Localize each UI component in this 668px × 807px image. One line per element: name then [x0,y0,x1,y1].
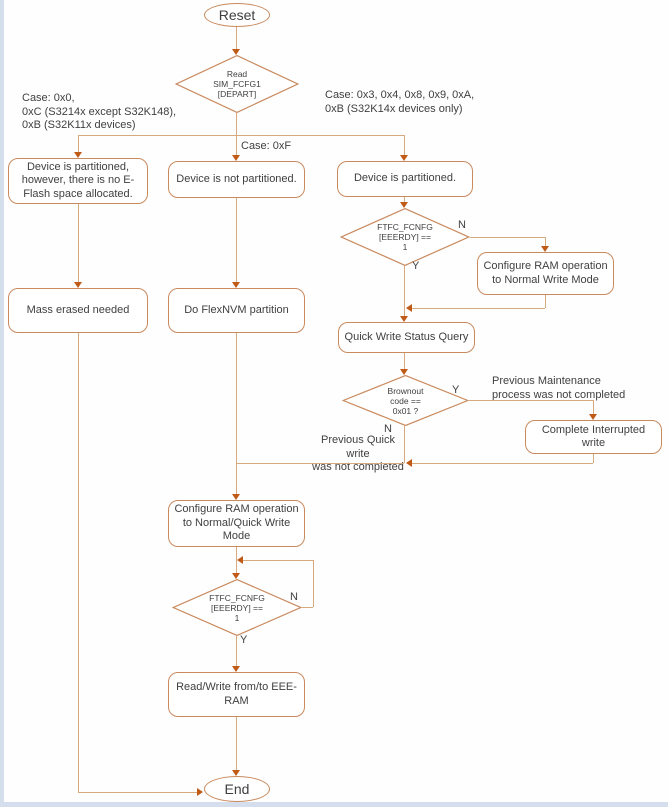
arrowhead-into-confignormal [541,246,549,252]
arrowhead-into-rightbox [400,155,408,161]
arrowhead-into-read [232,49,240,55]
node-label: Read/Write from/to EEE- RAM [176,681,297,707]
label-n-ftfc-check-1: N [458,219,466,231]
node-brownout-label: Brownout code == 0x01 ? [387,385,424,416]
node-device-partitioned-no-eflash: Device is partitioned, however, there is… [8,158,148,204]
edge-midbox-to-flexnvm [236,198,237,283]
node-label: Configure RAM operation to Normal/Quick … [174,503,299,543]
node-configure-normal-write: Configure RAM operation to Normal Write … [477,252,614,295]
edge-configquick-down [236,547,237,573]
arrowhead-into-leftbox [74,152,82,158]
label-prev-maintenance: Previous Maintenance process was not com… [492,375,626,401]
label-y-ftfc-check-1: Y [412,260,420,272]
node-configure-normal-quick-write: Configure RAM operation to Normal/Quick … [168,500,305,547]
arrowhead-into-end-left [197,788,203,796]
node-label: Do FlexNVM partition [184,303,289,316]
edge-eeeram-to-end [236,717,237,770]
node-end: End [204,776,270,802]
node-label: Device is partitioned, however, there is… [21,160,135,200]
arrowhead-into-check2 [232,573,240,579]
node-brownout-check: Brownout code == 0x01 ? [342,375,469,426]
node-quick-write-status-query: Quick Write Status Query [338,322,475,353]
label-prev-quick-write: Previous Quick write was not completed [312,434,404,473]
arrowhead-loop-back [237,556,243,564]
arrowhead-into-check1 [400,202,408,208]
edge-flexnvm-to-configquick [236,333,237,494]
node-label: Quick Write Status Query [344,330,469,343]
label-y-brownout: Y [452,384,460,396]
label-n-ftfc-check-2: N [290,591,298,603]
edge-rightbox-to-check1 [404,197,405,203]
edge-branch-right [404,135,405,155]
edge-brownout-y-down [593,400,594,415]
arrowhead-into-eeeram [232,666,240,672]
label-case-0xf: Case: 0xF [241,140,292,152]
edge-branch-left [78,135,79,153]
node-label: Mass erased needed [26,303,130,316]
node-device-not-partitioned: Device is not partitioned. [168,161,305,198]
edge-reset-to-read [236,27,237,50]
arrowhead-merge-junction [406,459,412,467]
label-n-brownout: N [384,423,392,435]
label-case-right: Case: 0x3, 0x4, 0x8, 0x9, 0xA, 0xB (S32K… [325,89,475,115]
edge-confignormal-merge [412,308,545,309]
label-y-ftfc-check-2: Y [240,634,248,646]
edge-check2-loop-back [243,560,313,561]
edge-leftbox-to-masserase [78,204,79,283]
arrowhead-into-flexnvm [232,282,240,288]
edge-branch-mid [236,135,237,155]
diamond-shape [175,55,299,113]
node-end-label: End [224,781,250,797]
edge-check2-n-right [302,607,313,608]
edge-check2-y-down [236,636,237,666]
edge-masserase-down [78,333,79,792]
node-label: Device is not partitioned. [176,172,297,185]
edge-check2-loop-up [313,560,314,607]
node-read-write-eee-ram: Read/Write from/to EEE- RAM [168,672,305,717]
edge-brownout-n-down [404,426,405,463]
node-complete-interrupted-write: Complete Interrupted write [525,420,662,454]
edge-check1-n-right [470,237,545,238]
edge-brownout-y-right [469,400,593,401]
arrowhead-into-configquick [232,494,240,500]
edge-confignormal-down [545,295,546,308]
arrowhead-into-masserase [74,282,82,288]
arrowhead-into-complete [589,414,597,420]
node-read-simfcfg1-label: Read SIM_FCFG1 [DEPART] [213,69,261,99]
node-ftfc-check-2-label: FTFC_FCNFG [EEERDY] == 1 [209,592,265,623]
node-read-simfcfg1: Read SIM_FCFG1 [DEPART] [175,55,299,113]
node-ftfc-check-1-label: FTFC_FCNFG [EEERDY] == 1 [377,222,433,252]
page-edge-bottom [0,802,668,807]
node-label: Device is partitioned. [353,172,457,185]
label-case-left: Case: 0x0, 0xC (S3214x except S32K148), … [22,92,177,131]
arrowhead-confignormal-merge [406,304,412,312]
arrowhead-into-query [400,316,408,322]
node-label: Configure RAM operation to Normal Write … [483,260,608,286]
edge-check1-n-down [545,237,546,247]
edge-check1-y-down [404,266,405,316]
page-edge-left [0,0,4,807]
node-reset-label: Reset [218,7,256,23]
diamond-shape [340,208,470,266]
node-mass-erased-needed: Mass erased needed [8,288,148,333]
edge-merge-left [236,463,404,464]
diamond-shape [172,579,302,636]
arrowhead-into-midbox [232,155,240,161]
node-ftfc-fcnfg-check-1: FTFC_FCNFG [EEERDY] == 1 [340,208,470,266]
node-reset: Reset [204,3,270,27]
node-do-flexnvm-partition: Do FlexNVM partition [168,288,305,333]
edge-query-to-brownout [404,353,405,370]
node-label: Complete Interrupted write [541,423,646,450]
edge-masserase-to-end [78,792,197,793]
arrowhead-into-end-top [232,770,240,776]
edge-complete-down [593,454,594,463]
edge-merge-right [412,463,593,464]
edge-branch-bar [78,135,405,136]
node-ftfc-fcnfg-check-2: FTFC_FCNFG [EEERDY] == 1 [172,579,302,636]
arrowhead-into-brownout [400,369,408,375]
diamond-shape [342,375,469,426]
node-device-partitioned: Device is partitioned. [337,161,473,197]
edge-read-down [236,113,237,135]
